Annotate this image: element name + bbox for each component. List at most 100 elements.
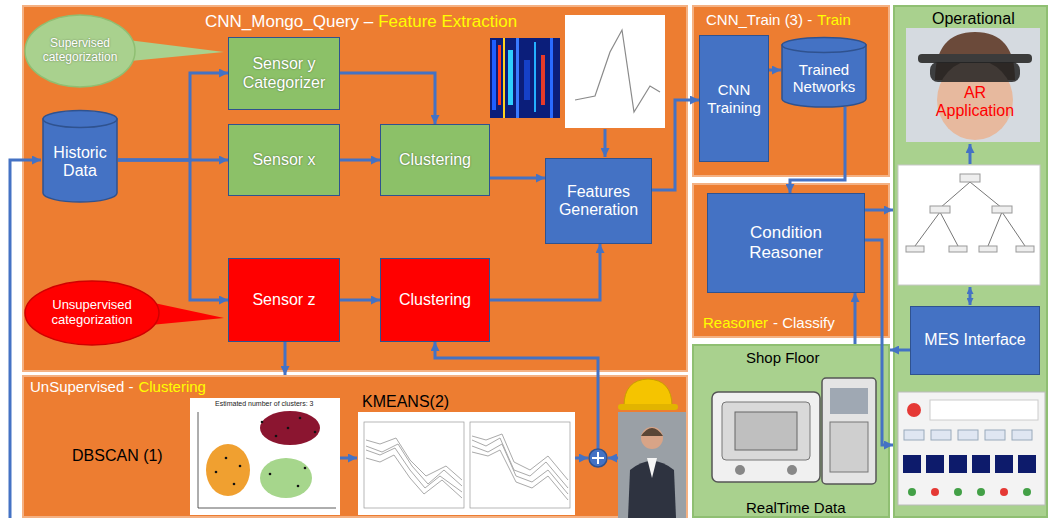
dashboard-screenshot (1018, 455, 1036, 473)
process-box: Clustering (380, 124, 490, 196)
box-label: Sensor z (252, 291, 315, 309)
kmeans-plot (472, 450, 568, 500)
box-label: Sensor y Categorizer (235, 55, 333, 92)
label-stack: Historic Data (46, 144, 114, 181)
overlay-label: AR Application (936, 84, 1014, 119)
dashboard-screenshot (977, 488, 985, 496)
machine-image (787, 465, 797, 475)
machine-image (830, 388, 868, 414)
callout-ellipse: Unsupervised categorization (24, 280, 160, 346)
decision-tree-image (992, 206, 1012, 213)
label-stack: Features Generation (552, 183, 645, 220)
machine-image (830, 422, 868, 472)
dbscan-scatter (239, 465, 242, 468)
flow-arrow (604, 129, 607, 157)
dashboard-screenshot (1023, 488, 1031, 496)
callout-ellipse: Supervised categorization (24, 14, 136, 88)
title-line: Reasoner- Classify (703, 314, 835, 331)
ellipse-shape (25, 281, 159, 345)
box-label: Features Generation (552, 183, 645, 220)
heatmap-image (524, 60, 530, 100)
heatmap-image (508, 50, 513, 105)
box-label: Sensor x (252, 151, 315, 169)
box-label: MES Interface (924, 331, 1025, 349)
label-stack: Sensor z (252, 291, 315, 309)
flow-arrow (969, 144, 972, 164)
label-stack: CNN Training (703, 81, 765, 116)
box-label: Historic Data (46, 144, 114, 181)
dashboard-screenshot (931, 488, 939, 496)
dbscan-scatter (233, 483, 236, 486)
dashboard-screenshot (898, 392, 1045, 505)
box-label: Condition Reasoner (714, 223, 858, 262)
flow-connector (118, 73, 228, 160)
dbscan-scatter (260, 411, 320, 445)
label-holder: DBSCAN (1) (72, 447, 163, 465)
dbscan-scatter (190, 398, 340, 515)
process-box: Clustering (380, 258, 490, 342)
title-line: CNN_Mongo_Query –Feature Extraction (205, 12, 517, 32)
sum-symbol (592, 452, 604, 464)
decision-tree-image (930, 206, 950, 213)
kmeans-plot (472, 444, 568, 494)
dashboard-screenshot (958, 430, 978, 440)
machine-image (712, 392, 820, 482)
panel-title: UnSupervised - (30, 378, 133, 395)
flow-connector (490, 177, 545, 180)
flow-connector (284, 342, 287, 375)
process-box: Sensor y Categorizer (228, 37, 340, 110)
signal-plot (575, 30, 660, 112)
decision-tree-image (960, 174, 980, 182)
feedback-line (10, 160, 41, 518)
flow-arrow (608, 457, 618, 460)
flow-arrow (575, 457, 588, 460)
process-box: CNN Training (699, 35, 769, 162)
process-box: Sensor z (228, 258, 340, 342)
method-label: KMEANS(2) (362, 393, 449, 410)
label-holder: Estimated number of clusters: 3 (215, 400, 313, 408)
decision-tree-image (898, 165, 1040, 285)
ar-headset-photo (937, 60, 1013, 140)
region-panel: Shop FloorRealTime Data (692, 344, 890, 518)
ar-headset-photo (906, 28, 1040, 142)
dbscan-scatter (260, 458, 312, 498)
heatmap-image (534, 42, 536, 112)
heatmap-image (490, 38, 560, 118)
flow-line (597, 375, 600, 449)
title-line: RealTime Data (746, 499, 845, 516)
heatmap-image (492, 40, 496, 110)
kmeans-plot (472, 438, 568, 488)
expert-photo (641, 427, 663, 449)
database-cylinder: Historic Data (42, 110, 118, 202)
dashboard-screenshot (1000, 488, 1008, 496)
dashboard-screenshot (926, 455, 944, 473)
label-stack: Trained Networks (785, 61, 863, 96)
heatmap-image (490, 38, 560, 118)
box-label: Clustering (399, 291, 471, 309)
flow-connector (435, 342, 598, 375)
expert-photo (624, 379, 672, 406)
callout-tail (112, 38, 224, 326)
decision-tree-image (1016, 246, 1034, 252)
label-stack: Supervised categorization (36, 37, 124, 65)
label-stack: Sensor y Categorizer (235, 55, 333, 92)
title-line: UnSupervised -Clustering (30, 378, 206, 395)
label-holder: KMEANS(2) (362, 393, 449, 411)
kmeans-plot (364, 422, 464, 508)
signal-plot (565, 15, 665, 128)
decision-tree-image (979, 246, 997, 252)
panel-title: Feature Extraction (378, 12, 517, 32)
machine-image (735, 465, 745, 475)
heatmap-image (541, 55, 545, 105)
dbscan-scatter (275, 435, 278, 438)
label-stack: Condition Reasoner (714, 223, 858, 262)
dbscan-scatter (225, 457, 228, 460)
panel-title: Operational (932, 10, 1015, 28)
flow-connector (340, 299, 380, 302)
dashboard-screenshot (954, 488, 962, 496)
kmeans-plot (366, 455, 462, 498)
region-panel: CNN_Mongo_Query –Feature ExtractionSuper… (22, 5, 688, 372)
machine-image (735, 412, 797, 450)
dashboard-screenshot (908, 488, 916, 496)
